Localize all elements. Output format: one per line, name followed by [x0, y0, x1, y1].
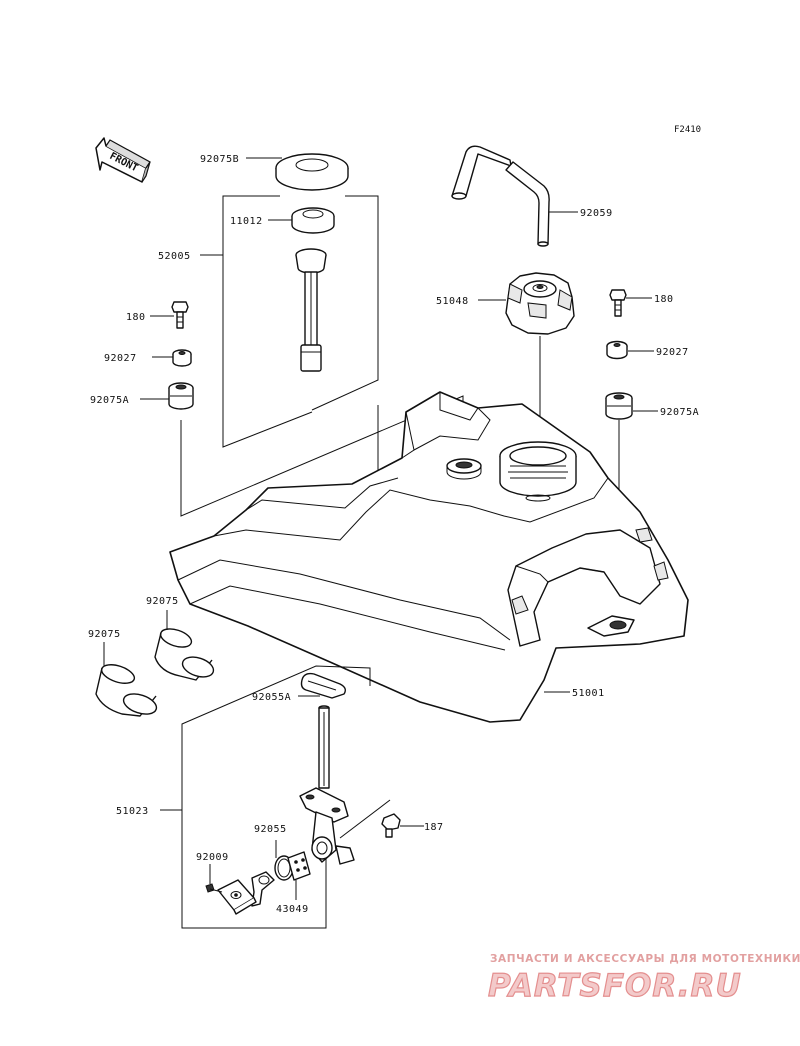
label-180-right: 180 — [654, 294, 674, 305]
rubber-ring-92075b — [275, 153, 349, 191]
gasket-11012 — [291, 207, 335, 234]
grommet-92075a-left — [168, 382, 194, 410]
grommet-92075a-right — [605, 392, 633, 420]
fuel-tank-51001 — [169, 391, 689, 723]
fuel-cock-lever — [251, 871, 275, 907]
breather-hose-92059 — [451, 145, 550, 247]
bolt-187 — [381, 813, 401, 838]
cover-plate-92009 — [205, 879, 257, 915]
label-92009: 92009 — [196, 852, 229, 863]
label-51048: 51048 — [436, 296, 469, 307]
label-11012: 11012 — [230, 216, 263, 227]
oring-92055a — [300, 672, 347, 699]
label-51001: 51001 — [572, 688, 605, 699]
label-92027-left: 92027 — [104, 353, 137, 364]
label-43049: 43049 — [276, 904, 309, 915]
fuel-cap-51048 — [505, 272, 575, 335]
collar-92027-right — [606, 340, 628, 360]
front-arrow-icon: FRONT — [95, 137, 151, 183]
pad-92075-upper — [154, 628, 215, 681]
label-92075-lower: 92075 — [88, 629, 121, 640]
bolt-180-left — [171, 301, 189, 329]
fuel-gauge-sender — [295, 248, 327, 372]
label-187: 187 — [424, 822, 444, 833]
watermark-brand: PARTSFOR.RU — [488, 968, 742, 1004]
label-92059: 92059 — [580, 208, 613, 219]
bolt-180-right — [609, 289, 627, 317]
label-92075-upper: 92075 — [146, 596, 179, 607]
label-180-left: 180 — [126, 312, 146, 323]
fuel-cock-51023 — [299, 705, 355, 865]
plate-43049 — [287, 851, 311, 881]
watermark-tagline: ЗАПЧАСТИ И АКСЕССУАРЫ ДЛЯ МОТОТЕХНИКИ — [490, 953, 800, 965]
collar-92027-left — [172, 349, 192, 367]
watermark: ЗАПЧАСТИ И АКСЕССУАРЫ ДЛЯ МОТОТЕХНИКИ PA… — [487, 953, 800, 1005]
label-92075a-left: 92075A — [90, 395, 129, 406]
label-92055a: 92055A — [252, 692, 291, 703]
label-52005: 52005 — [158, 251, 191, 262]
label-51023: 51023 — [116, 806, 149, 817]
label-92027-right: 92027 — [656, 347, 689, 358]
figure-code: F2410 — [674, 125, 701, 135]
label-92055: 92055 — [254, 824, 287, 835]
label-92075a-right: 92075A — [660, 407, 699, 418]
pad-92075-lower — [95, 664, 158, 717]
label-92075b: 92075B — [200, 154, 239, 165]
